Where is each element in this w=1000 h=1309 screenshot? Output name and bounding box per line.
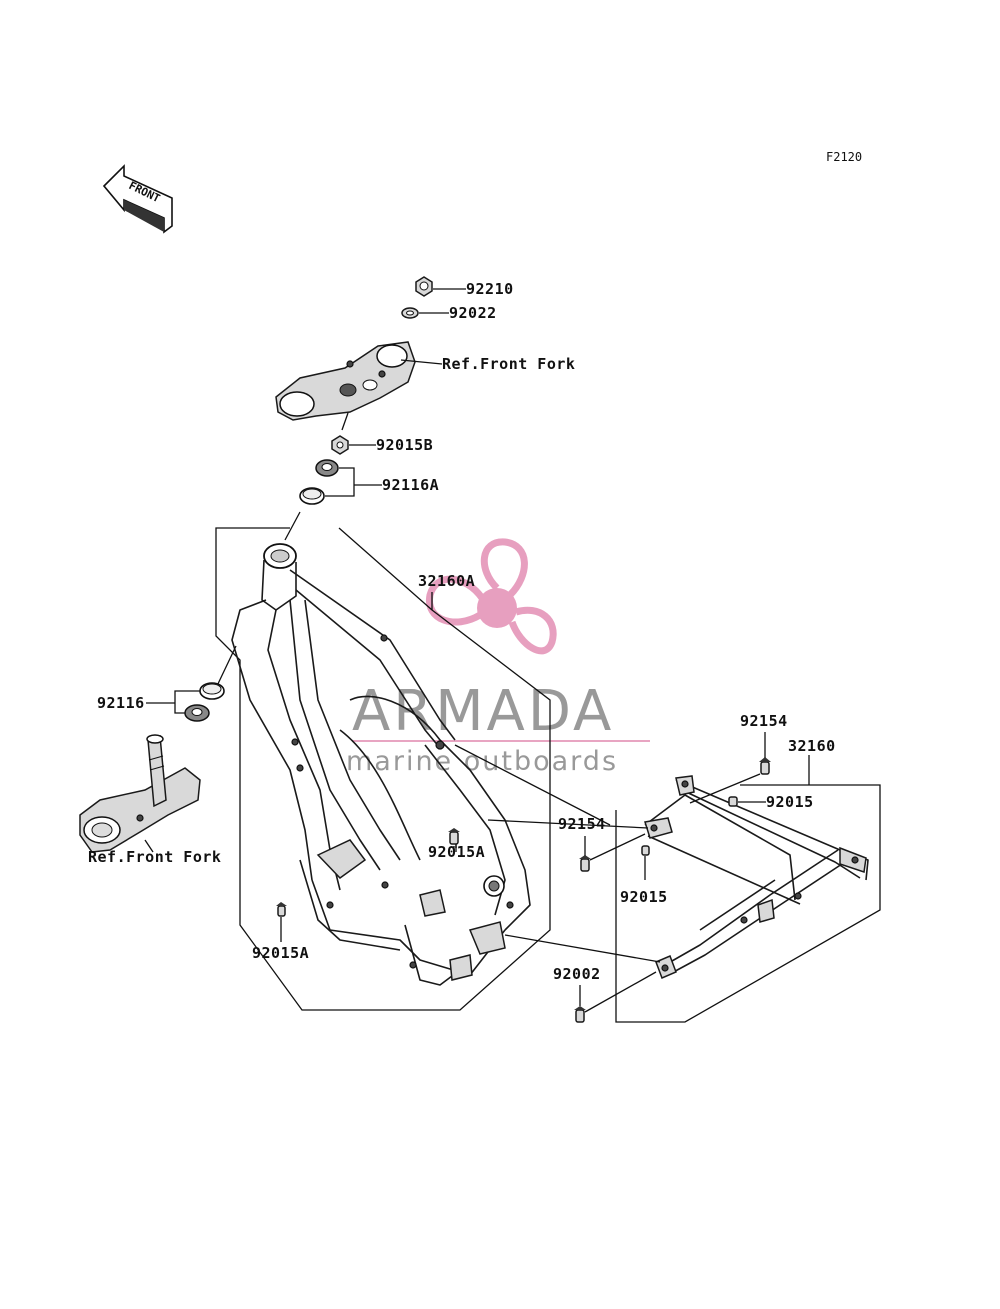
label-92015-mid: 92015 [620, 888, 668, 906]
label-32160A: 32160A [418, 572, 475, 590]
label-32160: 32160 [788, 737, 836, 755]
lower-triple-clamp [79, 734, 201, 853]
bolt-92154-top [759, 757, 771, 775]
watermark-tagline: marine outboards [346, 746, 618, 777]
bolt-92015A-low [276, 902, 287, 917]
label-ref-front-fork-top: Ref.Front Fork [442, 355, 575, 373]
race-92116A-lower [299, 487, 325, 505]
race-92116-upper [199, 682, 225, 700]
main-frame-32160A [231, 543, 531, 986]
washer-92022 [401, 307, 419, 319]
bolt-92002 [574, 1006, 586, 1023]
bolt-92015-top [728, 796, 738, 807]
bolt-92015A-mid [448, 828, 460, 845]
label-92154-top: 92154 [740, 712, 788, 730]
label-ref-front-fork-left: Ref.Front Fork [88, 848, 221, 866]
watermark-logo [426, 538, 557, 655]
label-92210: 92210 [466, 280, 514, 298]
diagram-code: F2120 [826, 150, 862, 164]
bearing-92116-lower [184, 704, 210, 722]
bolt-92154-mid [579, 855, 591, 872]
label-92002: 92002 [553, 965, 601, 983]
label-92116A: 92116A [382, 476, 439, 494]
label-92022: 92022 [449, 304, 497, 322]
label-92116: 92116 [97, 694, 145, 712]
nut-92210 [415, 276, 433, 297]
label-92015-top: 92015 [766, 793, 814, 811]
label-92015A-mid: 92015A [428, 843, 485, 861]
label-92015A-low: 92015A [252, 944, 309, 962]
bearing-92116A-upper [315, 459, 339, 477]
nut-92015B [331, 435, 349, 455]
subframe-group-bracket [615, 784, 881, 1023]
label-92154-mid: 92154 [558, 815, 606, 833]
watermark-brand: ARMADA [352, 679, 614, 744]
label-92015B: 92015B [376, 436, 433, 454]
frame-group-bracket [215, 527, 551, 1011]
bolt-92015-mid [641, 845, 650, 856]
rear-subframe-32160 [644, 775, 869, 979]
front-arrow-icon: FRONT [102, 164, 173, 234]
upper-triple-clamp [275, 341, 416, 421]
